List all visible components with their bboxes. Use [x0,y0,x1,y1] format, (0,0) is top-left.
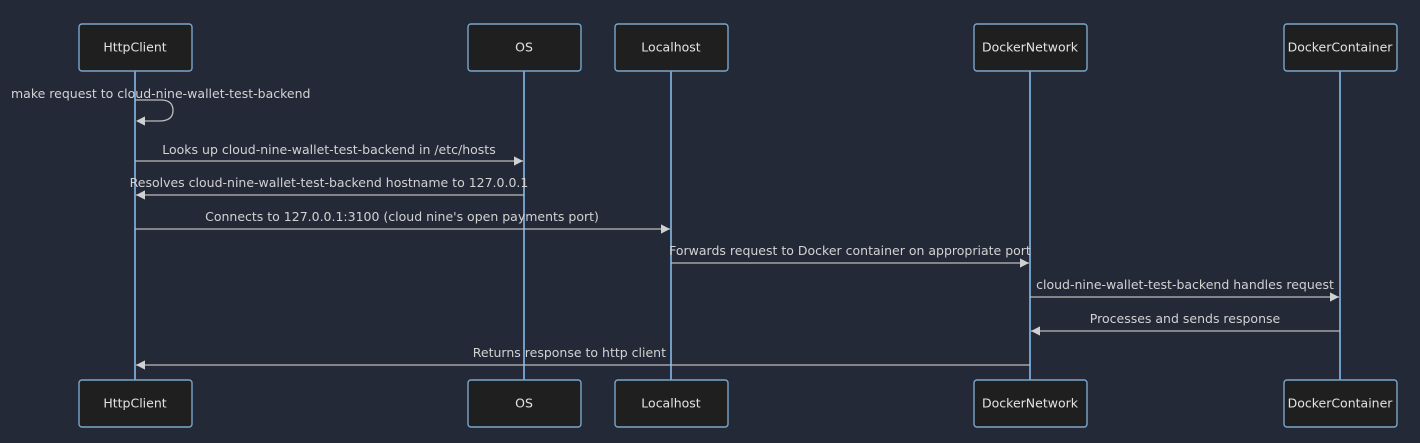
participant-box [614,23,729,72]
messages-layer: make request to cloud-nine-wallet-test-b… [11,86,1340,370]
arrow-head [514,156,523,166]
message-line-self-loop [135,99,174,122]
participant-box [614,379,729,428]
participant-top-httpclient[interactable]: HttpClient [78,23,193,72]
message-1: make request to cloud-nine-wallet-test-b… [11,86,310,126]
participant-bottom-dockercontainer[interactable]: DockerContainer [1283,379,1398,428]
participant-box [78,379,193,428]
participant-bottom-dockernetwork[interactable]: DockerNetwork [973,379,1088,428]
message-label: Looks up cloud-nine-wallet-test-backend … [162,142,495,157]
message-label: cloud-nine-wallet-test-backend handles r… [1036,277,1334,292]
actors-top-layer: HttpClient OS Localhost DockerNetwork Docker… [78,23,1398,72]
message-label: Connects to 127.0.0.1:3100 (cloud nine's… [205,209,599,224]
message-label: Processes and sends response [1090,311,1281,326]
message-8: Returns response to http client [136,345,1030,370]
message-6: cloud-nine-wallet-test-backend handles r… [1030,277,1339,302]
arrow-head [136,116,145,126]
participant-label: HttpClient [103,396,166,411]
message-label: Forwards request to Docker container on … [669,243,1031,258]
participant-top-os[interactable]: OS [467,23,582,72]
arrow-head [136,360,145,370]
participant-bottom-os[interactable]: OS [467,379,582,428]
participant-label: OS [515,40,533,55]
message-5: Forwards request to Docker container on … [669,243,1031,268]
message-label: Returns response to http client [473,345,666,360]
participant-label: Localhost [641,40,700,55]
participant-box [973,23,1088,72]
message-3: Resolves cloud-nine-wallet-test-backend … [130,175,529,200]
message-7: Processes and sends response [1031,311,1340,336]
participant-label: DockerNetwork [982,396,1079,411]
message-label: make request to cloud-nine-wallet-test-b… [11,86,310,101]
participant-box [1283,23,1398,72]
message-2: Looks up cloud-nine-wallet-test-backend … [135,142,523,166]
participant-label: DockerContainer [1288,40,1394,55]
participant-top-dockercontainer[interactable]: DockerContainer [1283,23,1398,72]
participant-box [78,23,193,72]
participant-label: DockerContainer [1288,396,1394,411]
arrow-head [1330,292,1339,302]
participant-box [973,379,1088,428]
message-label: Resolves cloud-nine-wallet-test-backend … [130,175,529,190]
arrow-head [1031,326,1040,336]
arrow-head [136,190,145,200]
message-4: Connects to 127.0.0.1:3100 (cloud nine's… [135,209,670,234]
participant-top-localhost[interactable]: Localhost [614,23,729,72]
participant-box [467,379,582,428]
participant-label: DockerNetwork [982,40,1079,55]
participant-top-dockernetwork[interactable]: DockerNetwork [973,23,1088,72]
participant-label: Localhost [641,396,700,411]
participant-bottom-httpclient[interactable]: HttpClient [78,379,193,428]
participant-label: HttpClient [103,40,166,55]
lifelines-layer [134,71,1341,380]
participant-box [1283,379,1398,428]
actors-bottom-layer: HttpClient OS Localhost DockerNetwork Docker… [78,379,1398,428]
participant-label: OS [515,396,533,411]
arrow-head [1020,258,1029,268]
participant-bottom-localhost[interactable]: Localhost [614,379,729,428]
participant-box [467,23,582,72]
arrow-head [661,224,670,234]
